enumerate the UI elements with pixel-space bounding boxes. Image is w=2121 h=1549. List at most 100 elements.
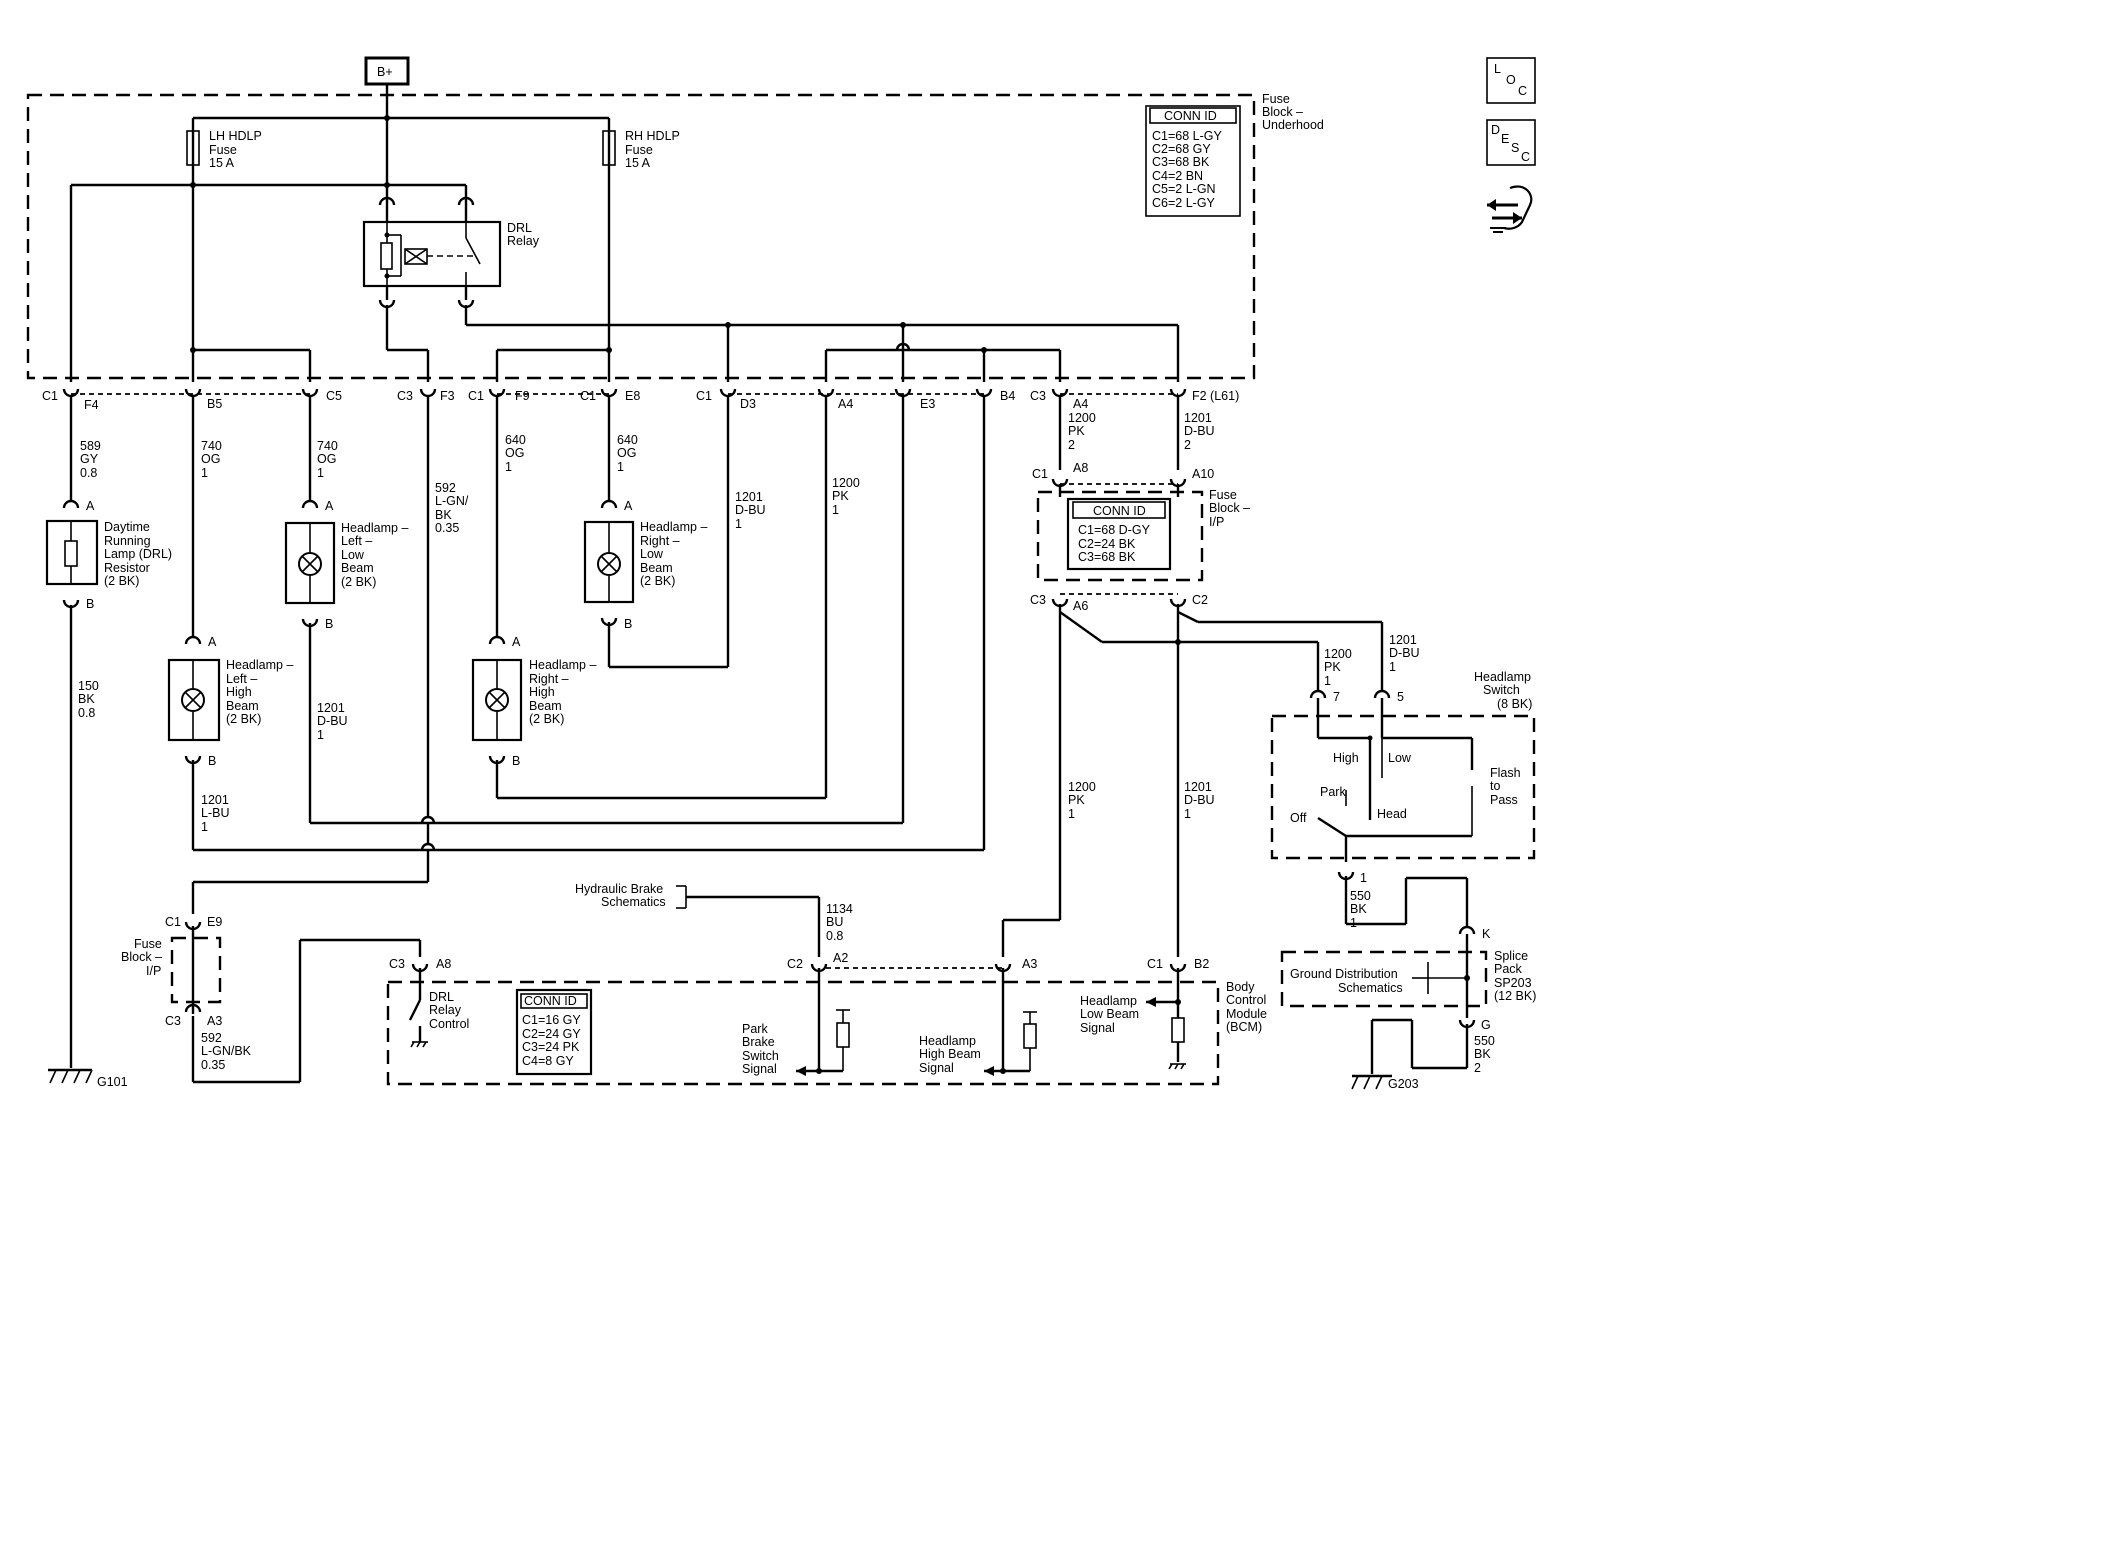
wire-label: 740 bbox=[201, 439, 222, 453]
wire-label: 0.35 bbox=[435, 521, 459, 535]
wire-label: PK bbox=[832, 489, 849, 503]
fuse-block-underhood-title-1: Fuse bbox=[1262, 92, 1290, 106]
conn-id-row: C2=68 GY bbox=[1152, 142, 1211, 156]
navigation-icon[interactable] bbox=[1487, 185, 1533, 233]
connector-pin-label: A10 bbox=[1192, 467, 1214, 481]
drl-relay-label: DRL bbox=[507, 221, 532, 235]
component-label: Low bbox=[640, 547, 664, 561]
drl-control-wire: 592 L-GN/ BK 0.35 bbox=[191, 395, 469, 914]
wire-label: 1 bbox=[832, 503, 839, 517]
conn-id-row: C1=16 GY bbox=[522, 1013, 581, 1027]
connector-pin-label: E8 bbox=[625, 389, 640, 403]
conn-id-table-underhood: CONN ID C1=68 L-GY C2=68 GY C3=68 BK C4=… bbox=[1145, 105, 1241, 217]
component-label: Beam bbox=[341, 561, 374, 575]
wire-label: BK bbox=[1350, 902, 1367, 916]
wire-label: 1200 bbox=[1068, 780, 1096, 794]
connector-label: C1 bbox=[580, 389, 596, 403]
pin-label: B bbox=[208, 754, 216, 768]
connector-label: C1 bbox=[1147, 957, 1163, 971]
component-label: Daytime bbox=[104, 520, 150, 534]
wire-label: 0.8 bbox=[80, 466, 97, 480]
headlamp-right-low-beam: 640 OG 1 A B Headlamp – Right – Low Beam… bbox=[583, 395, 728, 669]
fuse-block-ip-title: I/P bbox=[1209, 515, 1224, 529]
component-label: Headlamp – bbox=[640, 520, 707, 534]
wiring-diagram: Fuse Block – Underhood CONN ID C1=68 L-G… bbox=[26, 56, 1536, 1091]
pin-label: B bbox=[325, 617, 333, 631]
wire-label: 1 bbox=[1389, 660, 1396, 674]
bcm-signal-label: Switch bbox=[742, 1049, 779, 1063]
wire-label: 550 bbox=[1474, 1034, 1495, 1048]
connector-pin-label: A2 bbox=[833, 951, 848, 965]
bcm-signal-label: Headlamp bbox=[1080, 994, 1137, 1008]
wire-label: 589 bbox=[80, 439, 101, 453]
wire-label: 1201 bbox=[1389, 633, 1417, 647]
wire-label: OG bbox=[505, 446, 524, 460]
pin-label: 5 bbox=[1397, 690, 1404, 704]
connector-pin-label: E9 bbox=[207, 915, 222, 929]
bcm-title: Module bbox=[1226, 1007, 1267, 1021]
connector-pin-label: A6 bbox=[1073, 599, 1088, 613]
wire-label: D-BU bbox=[735, 503, 766, 517]
desc-icon[interactable]: D E S C bbox=[1486, 119, 1536, 166]
wire-label: 640 bbox=[617, 433, 638, 447]
splice-pack-title: Pack bbox=[1494, 962, 1523, 976]
loc-icon[interactable]: L O C bbox=[1486, 57, 1536, 104]
wire-label: 1201 bbox=[1184, 780, 1212, 794]
wire-label: D-BU bbox=[317, 714, 348, 728]
component-label: (2 BK) bbox=[341, 575, 376, 589]
return-wires: 1201 D-BU 1 1200 PK 1 bbox=[193, 395, 986, 852]
wire-label: 2 bbox=[1184, 438, 1191, 452]
wire-label: GY bbox=[80, 452, 99, 466]
fuse-block-ip-title: Block – bbox=[1209, 501, 1250, 515]
bcm-signal-label: Control bbox=[429, 1017, 469, 1031]
bcm-title: (BCM) bbox=[1226, 1020, 1262, 1034]
component-label: Right – bbox=[640, 534, 680, 548]
conn-id-row: C4=8 GY bbox=[522, 1054, 574, 1068]
component-label: (2 BK) bbox=[640, 574, 675, 588]
schematic-canvas: Fuse Block – Underhood CONN ID C1=68 L-G… bbox=[26, 56, 1536, 1091]
wire-label: 1200 bbox=[832, 476, 860, 490]
wire-label: BK bbox=[1474, 1047, 1491, 1061]
hydraulic-brake-reference: Hydraulic Brake Schematics 1134 BU 0.8 bbox=[575, 882, 853, 957]
component-label: (2 BK) bbox=[529, 712, 564, 726]
headlamp-switch-title: Headlamp bbox=[1474, 670, 1531, 684]
component-label: Lamp (DRL) bbox=[104, 547, 172, 561]
desc-letter: D bbox=[1491, 123, 1500, 137]
connector-pin-label: A3 bbox=[1022, 957, 1037, 971]
connector-label: C2 bbox=[787, 957, 803, 971]
ground-g101: G101 bbox=[48, 1068, 128, 1089]
bcm-signal-label: Relay bbox=[429, 1003, 462, 1017]
fuse-block-ip: 1200 PK 2 1201 D-BU 2 C1 A8 A10 CONN ID … bbox=[1030, 395, 1250, 613]
bcm-signal-label: Low Beam bbox=[1080, 1007, 1139, 1021]
bcm-signal-label: Headlamp bbox=[919, 1034, 976, 1048]
ground-label: G101 bbox=[97, 1075, 128, 1089]
headlamp-switch: 7 5 Headlamp Switch (8 BK) High Low Park… bbox=[1270, 670, 1536, 930]
wire-label: 0.8 bbox=[826, 929, 843, 943]
wire-label: L-BU bbox=[201, 806, 229, 820]
connector-pin-label: A8 bbox=[436, 957, 451, 971]
loc-letter: O bbox=[1506, 73, 1516, 87]
connector-label: C3 bbox=[389, 957, 405, 971]
lh-fuse-label: 15 A bbox=[209, 156, 235, 170]
bcm-signal-label: DRL bbox=[429, 990, 454, 1004]
loc-letter: C bbox=[1518, 84, 1527, 98]
wire-label: PK bbox=[1324, 660, 1341, 674]
connector-pin-label: B4 bbox=[1000, 389, 1015, 403]
conn-id-row: C6=2 L-GY bbox=[1152, 196, 1216, 210]
connector-pin-label: A4 bbox=[838, 397, 853, 411]
bcm-title: Control bbox=[1226, 993, 1266, 1007]
component-label: High bbox=[529, 685, 555, 699]
wire-label: 1 bbox=[317, 728, 324, 742]
connector-label: C3 bbox=[165, 1014, 181, 1028]
wire-label: 640 bbox=[505, 433, 526, 447]
connector-label: C3 bbox=[1030, 593, 1046, 607]
splice-pack-title: Splice bbox=[1494, 949, 1528, 963]
pin-label: A bbox=[208, 635, 217, 649]
component-label: Left – bbox=[226, 672, 257, 686]
connector-label: C1 bbox=[468, 389, 484, 403]
switch-position-low: Low bbox=[1388, 751, 1412, 765]
wire-label: 1134 bbox=[826, 902, 853, 916]
wire-label: BK bbox=[435, 508, 452, 522]
b-plus-label: B+ bbox=[377, 65, 393, 79]
wire-label: 1 bbox=[1324, 674, 1331, 688]
